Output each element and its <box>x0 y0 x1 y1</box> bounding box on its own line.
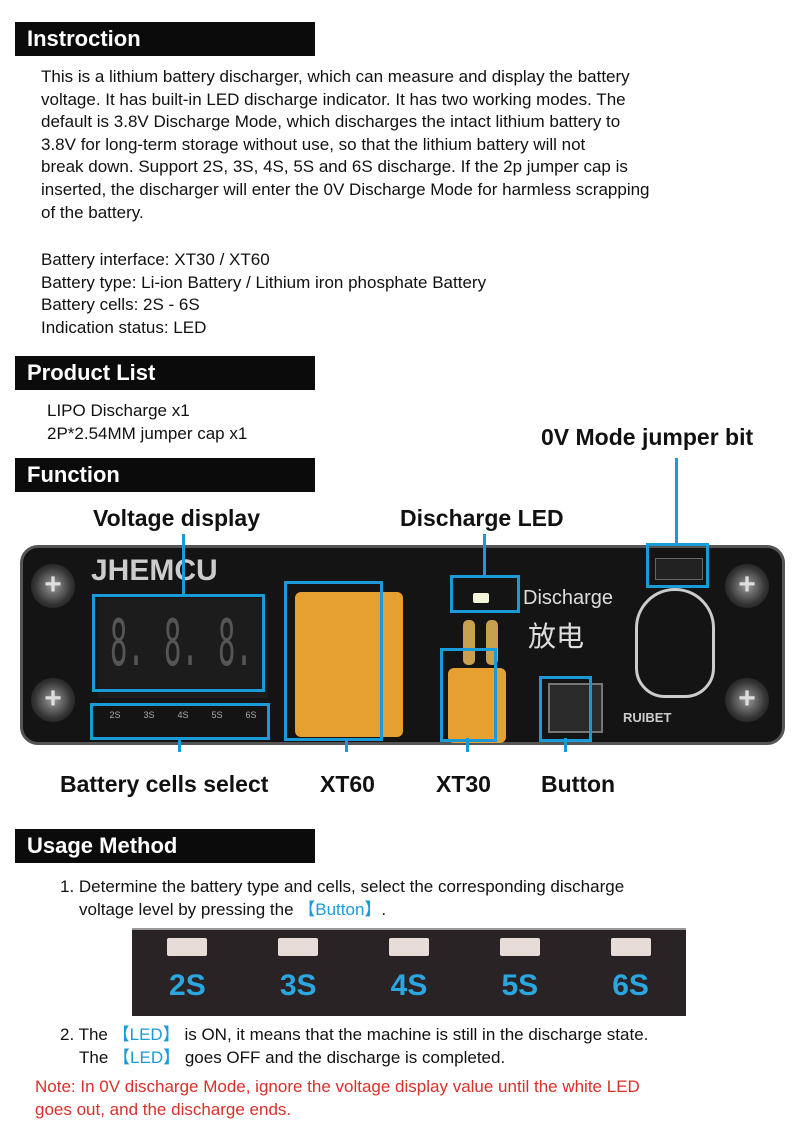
cell-label: 2S <box>109 710 121 720</box>
line: of the battery. <box>41 202 144 222</box>
line: break down. Support 2S, 3S, 4S, 5S and 6… <box>41 157 628 177</box>
screw-icon <box>725 564 769 608</box>
step-text: 2. The 【LED】 is ON, it means that the ma… <box>60 1024 648 1047</box>
cell-label: 6S <box>245 710 257 720</box>
pointer-line <box>483 534 486 578</box>
chinese-text: 放电 <box>528 620 585 653</box>
button-ref: 【Button】 <box>298 899 382 919</box>
section-header-product-list: Product List <box>15 356 315 390</box>
section-header-instruction: Instroction <box>15 22 315 56</box>
text: voltage level by pressing the <box>79 899 294 919</box>
text: 2. The <box>60 1025 108 1044</box>
led-icon <box>610 938 651 956</box>
usage-step-1: 1. Determine the battery type and cells,… <box>60 876 624 921</box>
text: . <box>381 899 387 919</box>
text: goes OFF and the discharge is completed. <box>184 1047 506 1067</box>
highlight-button <box>539 676 592 742</box>
step-text: voltage level by pressing the 【Button】. <box>60 899 624 922</box>
text: The <box>79 1047 109 1067</box>
label-jumper: 0V Mode jumper bit <box>541 424 754 450</box>
note: Note: In 0V discharge Mode, ignore the v… <box>35 1076 640 1121</box>
discharge-text: Discharge <box>523 587 614 609</box>
highlight-jumper <box>646 543 709 588</box>
cell-label: 4S <box>177 710 189 720</box>
pointer-line <box>564 738 567 752</box>
cell-label: 2S <box>169 969 206 1002</box>
leds-row <box>132 930 686 956</box>
screw-icon <box>31 564 75 608</box>
line: default is 3.8V Discharge Mode, which di… <box>41 112 621 132</box>
screw-icon <box>31 678 75 722</box>
led-ref: 【LED】 <box>113 1047 181 1067</box>
cell-leds-photo: 2S 3S 4S 5S 6S <box>132 928 686 1016</box>
product-item: LIPO Discharge x1 <box>47 401 190 420</box>
usage-step-2: 2. The 【LED】 is ON, it means that the ma… <box>60 1024 648 1069</box>
line: This is a lithium battery discharger, wh… <box>41 67 630 86</box>
label-button: Button <box>541 771 616 797</box>
pointer-line <box>466 738 469 752</box>
pin <box>463 620 475 665</box>
rabbit-brand: RUIBET <box>623 710 672 725</box>
spec-item: Battery type: Li-ion Battery / Lithium i… <box>41 272 487 292</box>
highlight-cells-select <box>90 703 270 740</box>
product-item: 2P*2.54MM jumper cap x1 <box>47 423 248 443</box>
instruction-text: This is a lithium battery discharger, wh… <box>41 66 650 224</box>
cells-row: 2S 3S 4S 5S 6S <box>132 956 686 1004</box>
cell-label: 6S <box>612 969 649 1002</box>
xt60-connector <box>295 592 403 737</box>
highlight-discharge-led <box>450 575 520 613</box>
section-header-function: Function <box>15 458 315 492</box>
note-line: goes out, and the discharge ends. <box>35 1099 292 1119</box>
pointer-line <box>182 534 185 596</box>
digit: 8. <box>110 607 145 681</box>
spec-item: Battery interface: XT30 / XT60 <box>41 250 270 269</box>
cell-label: 3S <box>279 969 317 1002</box>
digit: 8. <box>218 607 253 681</box>
step-text: The 【LED】 goes OFF and the discharge is … <box>60 1047 648 1070</box>
screw-icon <box>725 678 769 722</box>
spec-item: Battery cells: 2S - 6S <box>41 295 200 315</box>
cell-label: 3S <box>143 710 155 720</box>
cell-leds: 2S 3S 4S 5S 6S <box>98 710 268 720</box>
line: inserted, the discharger will enter the … <box>41 179 650 199</box>
led-ref: 【LED】 <box>112 1025 180 1044</box>
label-cells-select: Battery cells select <box>60 771 269 797</box>
led-icon <box>167 938 208 956</box>
note-line: Note: In 0V discharge Mode, ignore the v… <box>35 1077 640 1096</box>
label-voltage-display: Voltage display <box>93 505 261 531</box>
brand-logo: JHEMCU <box>91 554 218 587</box>
led-icon <box>278 938 319 956</box>
line: 3.8V for long-term storage without use, … <box>41 134 586 154</box>
product-list: LIPO Discharge x1 2P*2.54MM jumper cap x… <box>47 400 247 445</box>
line: voltage. It has built-in LED discharge i… <box>41 89 626 109</box>
pointer-line <box>345 738 348 752</box>
led-icon <box>388 938 429 956</box>
text: is ON, it means that the machine is stil… <box>184 1025 649 1044</box>
jumper-header[interactable] <box>655 558 703 580</box>
highlight-xt60 <box>284 581 383 741</box>
button-switch[interactable] <box>548 683 603 733</box>
pointer-line <box>178 738 181 752</box>
cell-label: 5S <box>501 969 539 1002</box>
label-xt30: XT30 <box>436 771 491 797</box>
cell-label: 4S <box>390 969 428 1002</box>
section-header-usage: Usage Method <box>15 829 315 863</box>
led-icon <box>499 938 540 956</box>
discharge-led-icon <box>473 593 489 603</box>
digit: 8. <box>164 607 199 681</box>
cell-label: 5S <box>211 710 223 720</box>
discharger-board: JHEMCU 8. 8. 8. 2S 3S 4S 5S 6S Discharge… <box>20 545 785 745</box>
step-text: 1. Determine the battery type and cells,… <box>60 877 625 896</box>
pointer-line <box>675 458 678 545</box>
seven-segment-display: 8. 8. 8. <box>98 598 268 698</box>
spec-list: Battery interface: XT30 / XT60 Battery t… <box>41 249 486 339</box>
highlight-voltage-display <box>92 594 265 692</box>
highlight-xt30 <box>440 648 497 742</box>
rabbit-icon <box>635 588 715 698</box>
label-discharge-led: Discharge LED <box>400 505 564 531</box>
label-xt60: XT60 <box>320 771 375 797</box>
spec-item: Indication status: LED <box>41 317 207 337</box>
